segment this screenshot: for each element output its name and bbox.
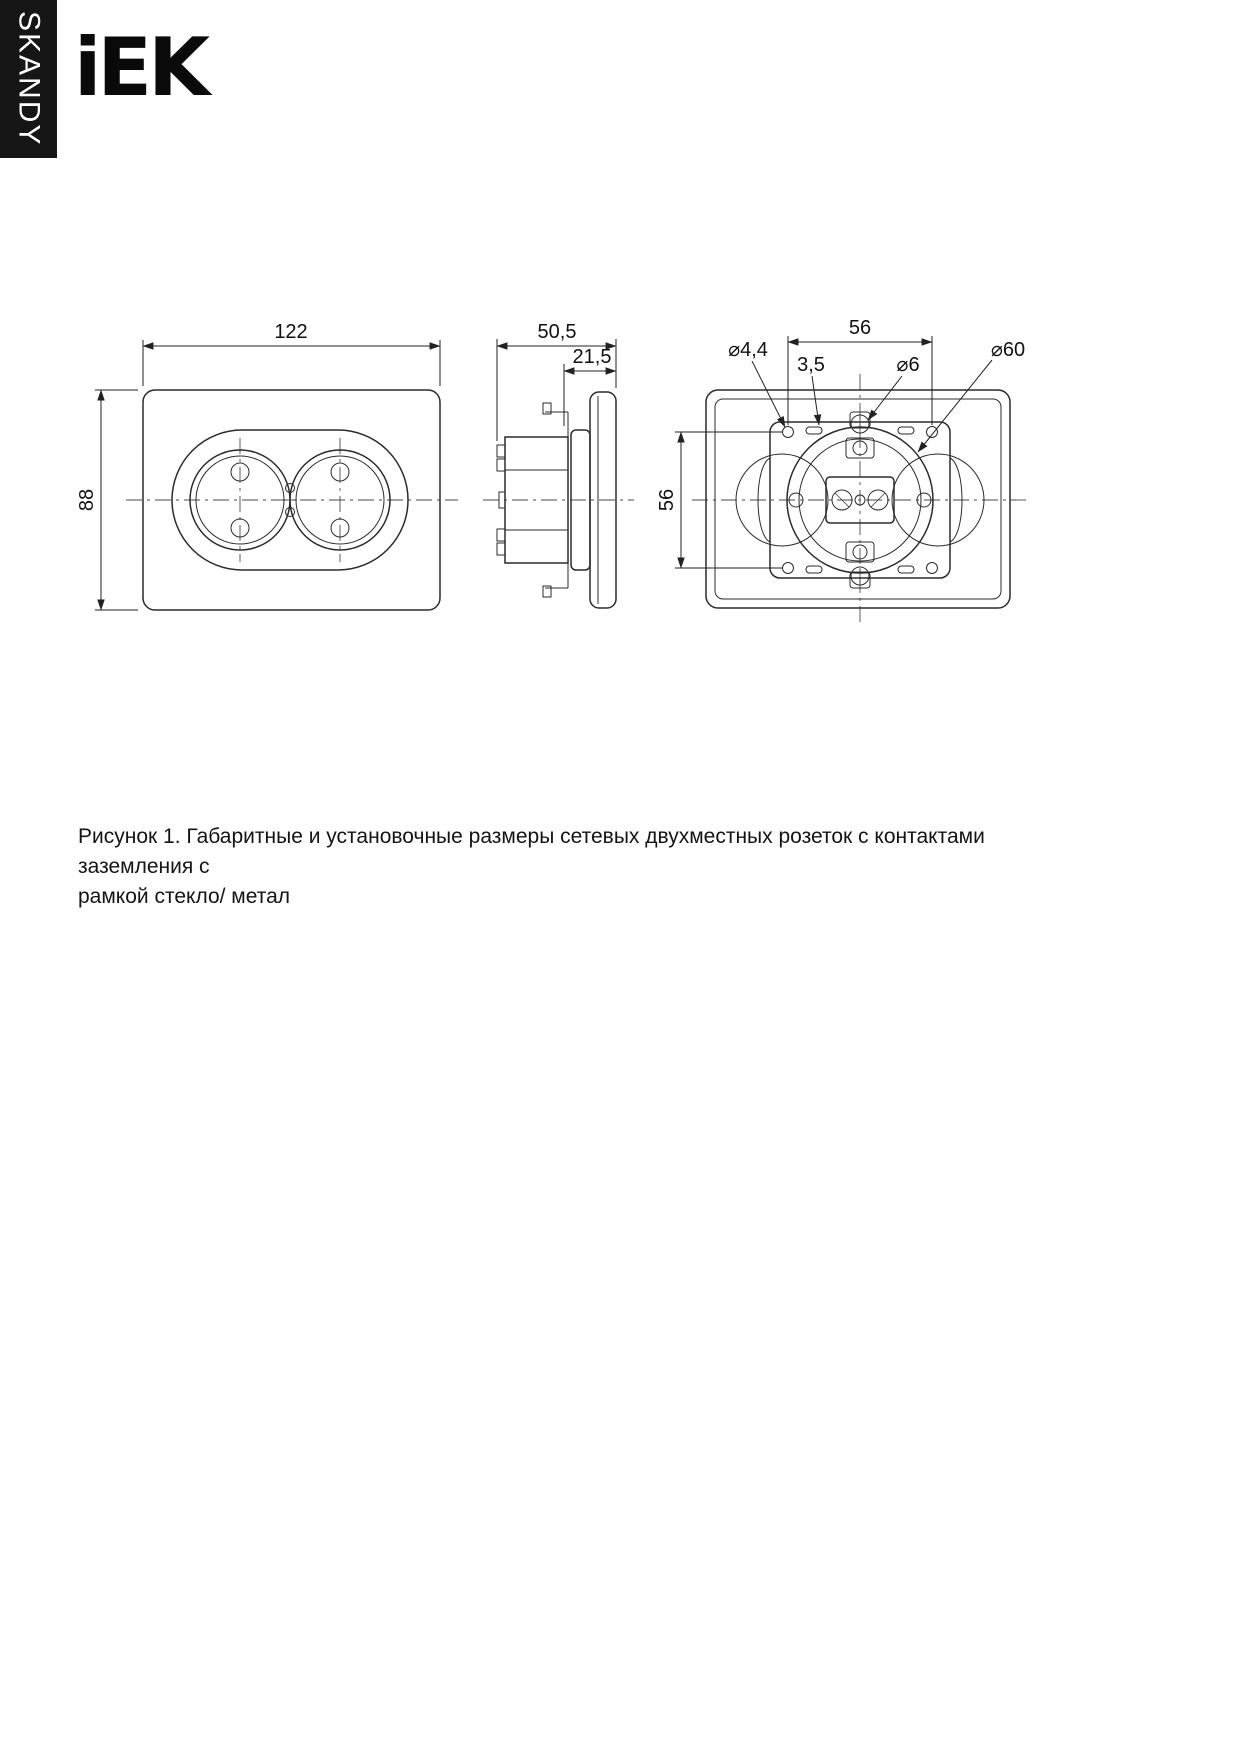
dim-back-hole-spacing-h: 56 (849, 317, 871, 339)
back-view: 56 56 ⌀4,4 3,5 ⌀6 (656, 317, 1026, 626)
iek-logo: iEK (74, 21, 210, 114)
back-hole-spacing-h-dimension: 56 (787, 317, 933, 425)
back-screw-diameter-leader: ⌀6 (867, 354, 920, 421)
back-mechanism-circle (798, 438, 922, 562)
back-slot-width-leader: 3,5 (797, 354, 825, 426)
series-tab: SKANDY (0, 0, 57, 158)
back-frame-outline (705, 389, 1011, 609)
dim-front-height: 88 (76, 489, 98, 511)
caption-line-2: рамкой стекло/ метал (78, 884, 291, 908)
front-height-dimension: 88 (76, 389, 138, 611)
technical-drawing: 122 88 (76, 317, 1026, 626)
back-terminal-block (825, 476, 895, 524)
side-frame-depth-dimension: 21,5 (563, 346, 617, 426)
back-frame-inner (714, 398, 1002, 600)
side-mechanism (496, 436, 569, 564)
dim-back-screw-diameter: ⌀6 (896, 354, 919, 376)
front-cover-outline (171, 429, 409, 571)
series-label: SKANDY (12, 11, 46, 147)
back-hole-diameter-leader: ⌀4,4 (728, 339, 786, 428)
caption-line-1: Рисунок 1. Габаритные и установочные раз… (78, 825, 985, 878)
dim-back-box-diameter: ⌀60 (991, 339, 1025, 361)
dim-front-width: 122 (274, 321, 307, 343)
front-width-dimension: 122 (142, 321, 441, 386)
dim-side-total-depth: 50,5 (538, 321, 577, 343)
dim-back-slot-width: 3,5 (797, 354, 825, 376)
dim-back-hole-spacing-v: 56 (656, 489, 678, 511)
front-frame-outline (142, 389, 441, 611)
dim-back-hole-diameter: ⌀4,4 (728, 339, 768, 361)
front-view: 122 88 (76, 321, 458, 611)
dim-side-frame-depth: 21,5 (573, 346, 612, 368)
back-box-diameter-leader: ⌀60 (917, 339, 1025, 453)
front-center-screws (283, 483, 297, 517)
back-hole-spacing-v-dimension: 56 (656, 431, 782, 569)
back-socket-bowl-right (891, 453, 985, 547)
side-cover-plate (570, 429, 591, 571)
figure-caption: Рисунок 1. Габаритные и установочные раз… (78, 822, 1058, 911)
back-ground-contacts (845, 437, 875, 563)
side-view: 50,5 21,5 (483, 321, 634, 609)
back-socket-bowl-left (735, 453, 829, 547)
